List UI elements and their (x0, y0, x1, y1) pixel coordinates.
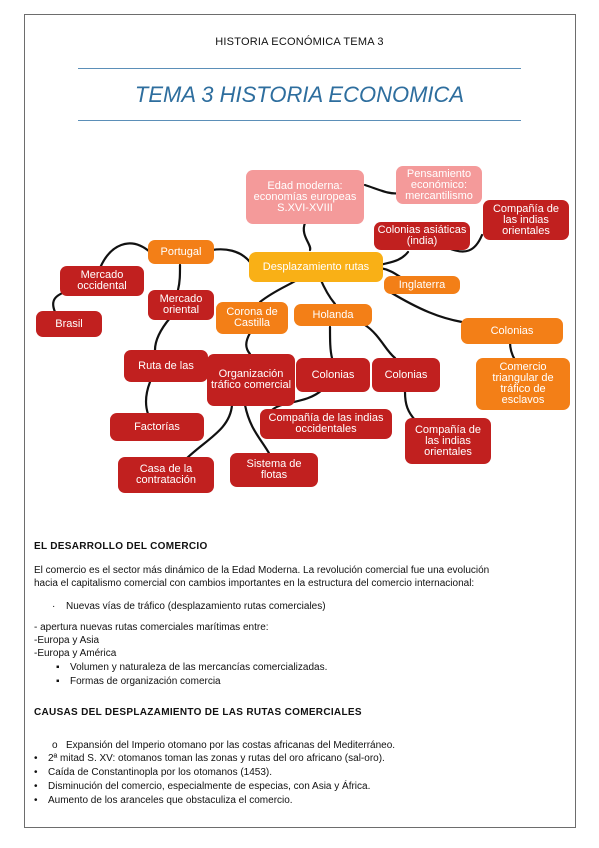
node-colonias-inglaterra: Colonias (461, 318, 563, 344)
cause-item-5-text: Aumento de los aranceles que obstaculiza… (48, 795, 293, 806)
node-edad-moderna: Edad moderna: economías europeas S.XVI-X… (246, 170, 364, 224)
connector-holanda-colonias2 (363, 323, 397, 360)
header-rule-bottom (78, 120, 521, 121)
node-mercado-oriental: Mercado oriental (148, 290, 214, 320)
line-europa-america: -Europa y América (34, 648, 117, 659)
cause-item-2: •2ª mitad S. XV: otomanos toman las zona… (34, 753, 385, 764)
cause-item-3: •Caída de Constantinopla por los otomano… (34, 767, 273, 778)
node-compania-orientales-top: Compañía de las indias orientales (483, 200, 569, 240)
node-factorias: Factorías (110, 413, 204, 441)
bullet-formas: ▪Formas de organización comercia (56, 676, 221, 687)
node-desplazamiento: Desplazamiento rutas (249, 252, 383, 282)
node-colonias-holanda-2: Colonias (372, 358, 440, 392)
connector-desp-asiaticas (378, 250, 410, 267)
header-rule-top (78, 68, 521, 69)
node-portugal: Portugal (148, 240, 214, 264)
bullet-volumen: ▪Volumen y naturaleza de las mercancías … (56, 662, 328, 673)
node-organizacion: Organización tráfico comercial (207, 354, 295, 406)
cause-item-1-text: Expansión del Imperio otomano por las co… (66, 740, 396, 751)
cause-item-4-text: Disminución del comercio, especialmente … (48, 781, 371, 792)
bullet-formas-text: Formas de organización comercia (70, 676, 221, 687)
line-europa-asia: -Europa y Asia (34, 635, 100, 646)
connector-portugal-oriental (176, 263, 182, 292)
bullet-nuevas-vias: ·Nuevas vías de tráfico (desplazamiento … (52, 601, 326, 612)
node-ruta-de-las: Ruta de las (124, 350, 208, 382)
connector-colonias2-compania (403, 390, 417, 422)
connector-edad-desplazamiento (302, 221, 312, 252)
node-corona-castilla: Corona de Castilla (216, 302, 288, 334)
paragraph-line-2: hacia el capitalismo comercial con cambi… (34, 578, 475, 589)
connector-portugal-occidental (98, 242, 152, 270)
node-pensamiento: Pensamiento económico: mercantilismo (396, 166, 482, 204)
connector-organizacion-sistema (243, 403, 272, 457)
page-title: TEMA 3 HISTORIA ECONOMICA (134, 82, 465, 107)
line-apertura: - apertura nuevas rutas comerciales marí… (34, 622, 269, 633)
node-inglaterra: Inglaterra (384, 276, 460, 294)
connector-corona-organizacion (245, 331, 252, 356)
bullet-nuevas-vias-text: Nuevas vías de tráfico (desplazamiento r… (66, 601, 326, 612)
connector-desp-portugal (210, 248, 252, 264)
node-mercado-occidental: Mercado occidental (60, 266, 144, 296)
cause-item-2-text: 2ª mitad S. XV: otomanos toman las zonas… (48, 753, 385, 764)
node-colonias-holanda-1: Colonias (296, 358, 370, 392)
connector-organizacion-casa (183, 403, 234, 462)
cause-item-4: •Disminución del comercio, especialmente… (34, 781, 371, 792)
node-comercio-triangular: Comercio triangular de tráfico de esclav… (476, 358, 570, 410)
node-casa-contratacion: Casa de la contratación (118, 457, 214, 493)
node-colonias-asiaticas: Colonias asiáticas (india) (374, 222, 470, 250)
connector-holanda-colonias1 (328, 325, 334, 360)
node-sistema-flotas: Sistema de flotas (230, 453, 318, 487)
connector-edad-pensamiento (363, 183, 402, 195)
node-compania-occidentales: Compañía de las indias occidentales (260, 409, 392, 439)
node-compania-orientales-bottom: Compañía de las indias orientales (405, 418, 491, 464)
cause-item-5: •Aumento de los aranceles que obstaculiz… (34, 795, 293, 806)
cause-item-3-text: Caída de Constantinopla por los otomanos… (48, 767, 273, 778)
section-heading-causas: CAUSAS DEL DESPLAZAMIENTO DE LAS RUTAS C… (34, 707, 362, 718)
paragraph-line-1: El comercio es el sector más dinámico de… (34, 565, 490, 576)
bullet-volumen-text: Volumen y naturaleza de las mercancías c… (70, 662, 328, 673)
connector-oriental-ruta (153, 316, 172, 352)
connector-ruta-factorias (144, 380, 152, 416)
page-frame (24, 14, 576, 828)
page-header: HISTORIA ECONÓMICA TEMA 3 (215, 36, 384, 48)
connector-inglaterra-colonias (388, 290, 464, 324)
section-heading-desarrollo: EL DESARROLLO DEL COMERCIO (34, 541, 208, 552)
node-holanda: Holanda (294, 304, 372, 326)
node-brasil: Brasil (36, 311, 102, 337)
